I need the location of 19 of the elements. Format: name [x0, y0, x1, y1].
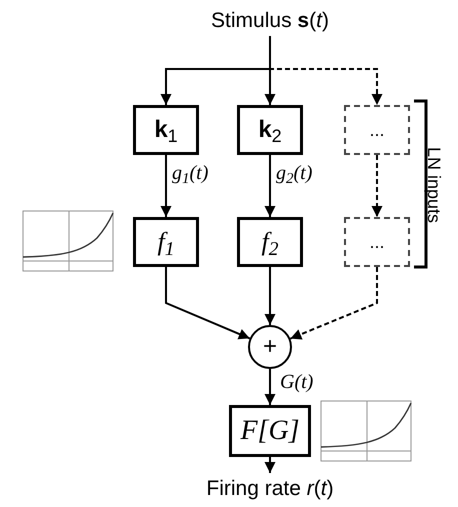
filter-box: k$_{2}$ — [237, 105, 303, 155]
nonlinearity-box: f$_{2}$ — [237, 217, 303, 267]
filter-box: k$_{1}$ — [133, 105, 199, 155]
output-nonlinearity-box: F[G] — [229, 405, 311, 457]
placeholder-box: ... — [344, 217, 410, 267]
arrow — [264, 369, 276, 405]
arrow — [269, 36, 382, 105]
arrow — [264, 267, 276, 325]
arrow — [165, 267, 250, 340]
edge-label: g$_{2}$(t) — [274, 163, 314, 183]
arrow — [264, 155, 276, 217]
arrow — [160, 155, 172, 217]
edge-label: g$_{1}$(t) — [170, 163, 210, 183]
placeholder-box: ... — [344, 105, 410, 155]
nonlinearity-box: f$_{1}$ — [133, 217, 199, 267]
arrow — [264, 457, 276, 473]
arrow — [372, 155, 382, 217]
group-label: LN inputs — [425, 146, 444, 224]
edge-label: G(t) — [278, 372, 316, 392]
